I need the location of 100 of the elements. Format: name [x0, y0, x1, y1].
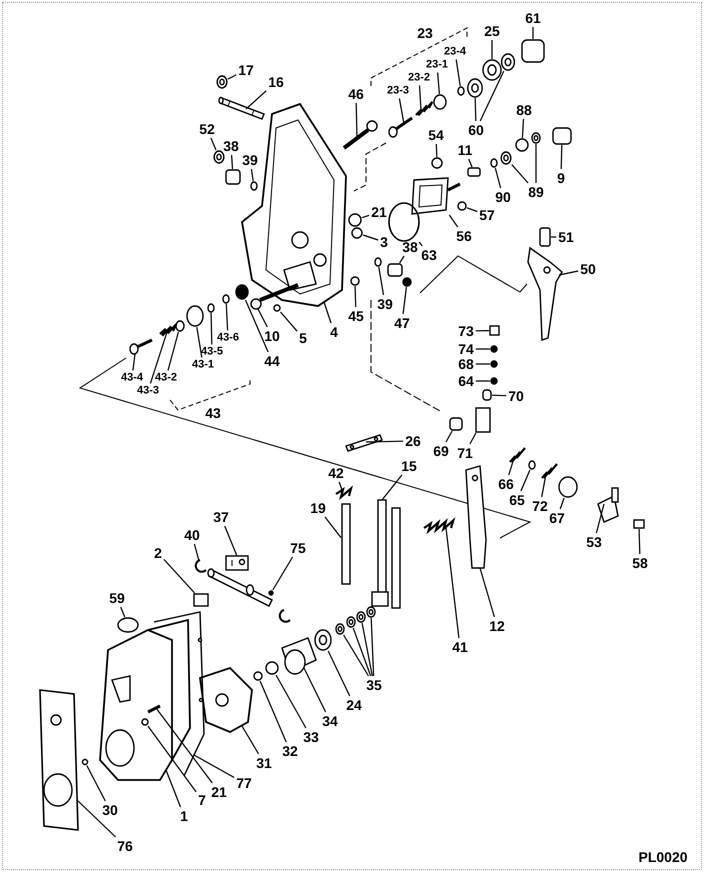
o-ring — [207, 303, 215, 313]
leader-line — [476, 363, 490, 365]
callout-number: 17 — [237, 62, 255, 78]
leader-line — [456, 59, 461, 86]
leader-line — [244, 300, 269, 352]
callout-number: 3 — [379, 234, 389, 250]
bolt — [633, 519, 645, 529]
callout-number: 57 — [478, 207, 496, 223]
leader-line — [445, 430, 453, 442]
spring — [159, 323, 178, 337]
drawing-code: PL0020 — [637, 849, 689, 865]
callout-number: 33 — [302, 729, 320, 745]
bolt — [129, 338, 153, 355]
callout-number: 31 — [255, 755, 273, 771]
callout-number: 43-2 — [154, 372, 178, 384]
leader-line — [468, 158, 473, 168]
callout-number: 43-1 — [190, 358, 216, 372]
leader-line — [338, 482, 343, 490]
spring — [415, 100, 434, 116]
callout-number: 63 — [420, 247, 438, 263]
plate — [597, 487, 619, 523]
leader-line — [343, 634, 370, 676]
callout-number: 23-2 — [406, 72, 432, 84]
pin — [268, 590, 274, 596]
o-ring — [175, 320, 185, 332]
callout-number: 7 — [197, 792, 207, 808]
callout-number: 30 — [101, 802, 119, 818]
cover — [199, 666, 253, 733]
shaft — [207, 555, 273, 607]
leader-line — [596, 504, 605, 534]
leader-line — [522, 118, 524, 138]
bracket — [475, 407, 491, 433]
callout-number: 41 — [451, 639, 469, 655]
leader-line — [476, 348, 490, 350]
o-ring — [374, 257, 382, 267]
bolt — [457, 201, 467, 211]
leader-line — [476, 330, 489, 332]
callout-number: 44 — [263, 353, 281, 369]
callout-number: 43-3 — [136, 384, 160, 398]
callout-number: 23-4 — [442, 46, 468, 58]
callout-number: 43-5 — [200, 346, 224, 358]
housing — [241, 102, 347, 307]
leader-line — [469, 432, 476, 444]
washer — [346, 616, 356, 628]
leader-line — [494, 168, 502, 188]
washer — [214, 150, 224, 164]
leader-line — [324, 516, 342, 538]
leader-line — [356, 102, 358, 140]
bolt — [539, 227, 551, 247]
washer — [235, 284, 249, 300]
nut — [482, 59, 502, 81]
leader-line — [402, 286, 407, 314]
cap — [552, 127, 572, 145]
callout-number: 23-1 — [424, 58, 450, 72]
callout-number: 45 — [347, 308, 365, 324]
callout-number: 76 — [116, 838, 134, 854]
leader-line — [638, 528, 640, 554]
callout-number: 70 — [507, 388, 525, 404]
callout-number: 43 — [204, 405, 222, 421]
callout-number: 89 — [527, 184, 545, 200]
callout-number: 74 — [457, 341, 475, 357]
washer — [500, 53, 516, 71]
leader-line — [275, 674, 306, 728]
callout-number: 59 — [108, 590, 126, 606]
leader-line — [362, 214, 370, 218]
callout-number: 39 — [376, 296, 394, 312]
bolt — [342, 120, 378, 150]
leader-line — [120, 606, 126, 618]
callout-number: 34 — [321, 713, 339, 729]
callout-number: 9 — [556, 170, 566, 186]
callout-number: 35 — [365, 677, 383, 693]
washer — [265, 661, 279, 675]
callout-number: 10 — [263, 328, 281, 344]
callout-number: 43-4 — [120, 372, 144, 384]
leader-line — [399, 256, 405, 264]
leader-line — [280, 312, 298, 332]
washer — [335, 623, 345, 635]
leader-line — [194, 544, 200, 562]
bolt — [388, 116, 413, 138]
leader-line — [558, 270, 578, 276]
callout-number: 68 — [457, 356, 475, 372]
callout-number: 39 — [241, 152, 259, 168]
leader-line — [491, 40, 493, 59]
callout-number: 21 — [370, 204, 388, 220]
callout-number: 60 — [467, 122, 485, 138]
leader-line — [226, 304, 228, 331]
leader-line — [228, 74, 236, 80]
callout-number: 46 — [347, 86, 365, 102]
leader-line — [196, 326, 202, 358]
callout-number: 23 — [416, 25, 434, 41]
callout-number: 58 — [631, 555, 649, 571]
cap — [117, 617, 139, 633]
leader-line — [398, 98, 405, 124]
block — [449, 417, 463, 431]
spring — [335, 485, 353, 500]
leader-line — [541, 474, 547, 498]
callout-number: 53 — [585, 534, 603, 550]
o-ring — [528, 460, 536, 470]
leader-line — [328, 650, 350, 696]
leader-line — [362, 622, 373, 676]
